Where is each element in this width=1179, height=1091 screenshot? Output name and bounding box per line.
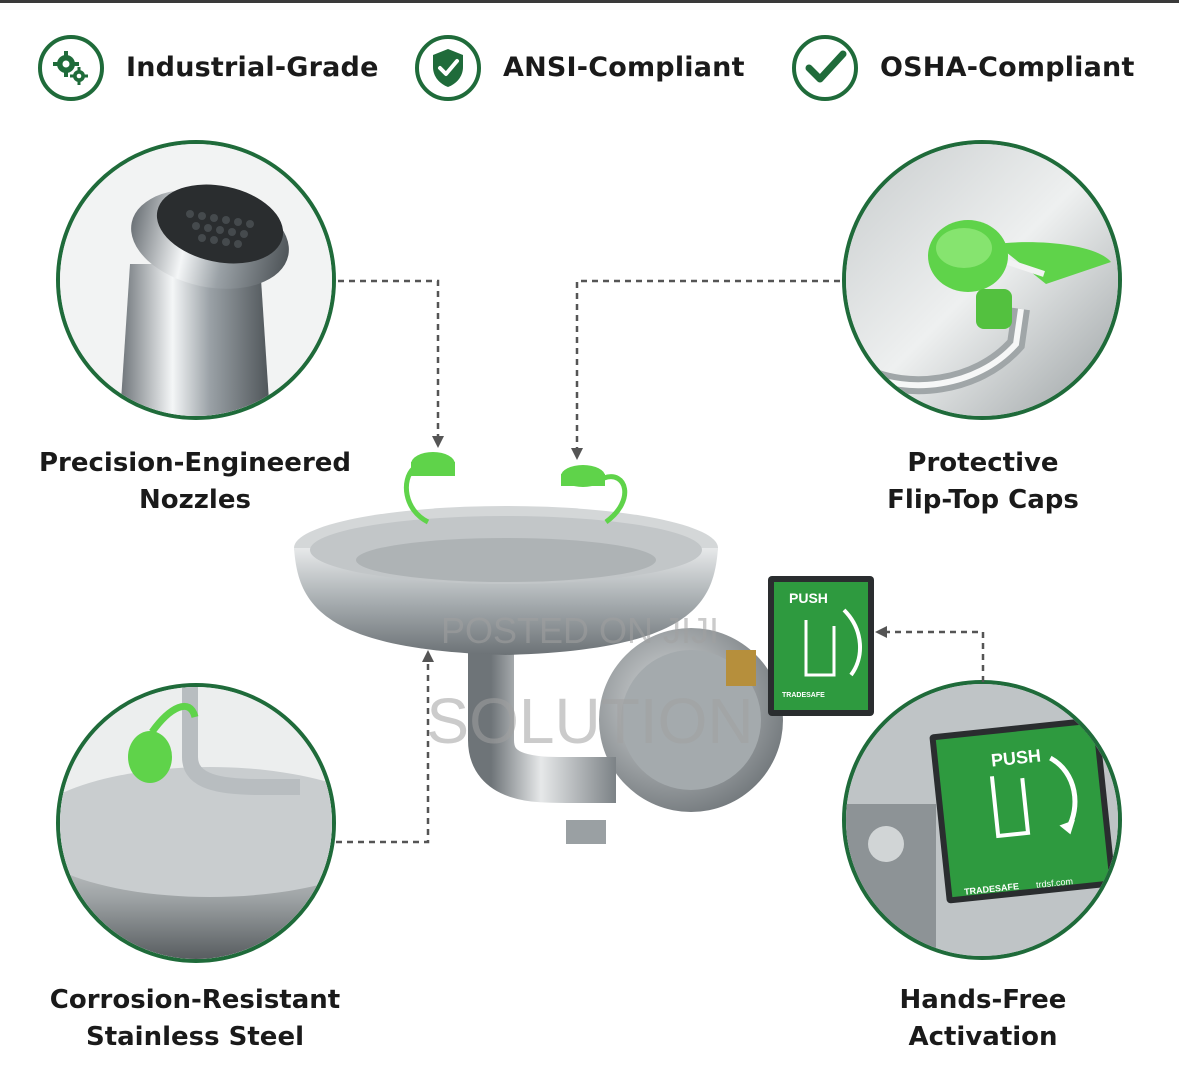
caption-steel: Corrosion-Resistant Stainless Steel xyxy=(49,985,341,1052)
nozzle-closeup-image xyxy=(56,140,336,420)
checkmark-icon xyxy=(792,34,858,101)
top-border xyxy=(0,0,1179,3)
caption-activation: Hands-Free Activation xyxy=(899,985,1067,1052)
badge-ansi-compliant: ANSI-Compliant xyxy=(415,30,745,105)
push-sign-closeup-image: PUSH TRADESAFE trdsf.com xyxy=(842,680,1122,960)
shield-check-icon xyxy=(415,34,481,101)
paddle-brand: TRADESAFE xyxy=(782,692,825,699)
flip-cap-closeup-image xyxy=(842,140,1122,420)
arrow-down-icon xyxy=(432,436,444,448)
badge-label: OSHA-Compliant xyxy=(880,52,1135,83)
gears-icon xyxy=(38,34,104,101)
arrow-left-icon xyxy=(875,626,887,638)
badge-label: Industrial-Grade xyxy=(126,52,379,83)
badge-label: ANSI-Compliant xyxy=(503,52,745,83)
badge-industrial-grade: Industrial-Grade xyxy=(38,30,379,105)
eyewash-station-image: PUSH TRADESAFE xyxy=(286,440,886,860)
badge-osha-compliant: OSHA-Compliant xyxy=(792,30,1135,105)
bowl-closeup-image xyxy=(56,683,336,963)
paddle-push-label: PUSH xyxy=(789,590,828,606)
arrow-up-icon xyxy=(422,650,434,662)
arrow-down-icon xyxy=(571,448,583,460)
caption-caps: Protective Flip-Top Caps xyxy=(887,448,1079,515)
caption-nozzles: Precision-Engineered Nozzles xyxy=(38,448,352,515)
